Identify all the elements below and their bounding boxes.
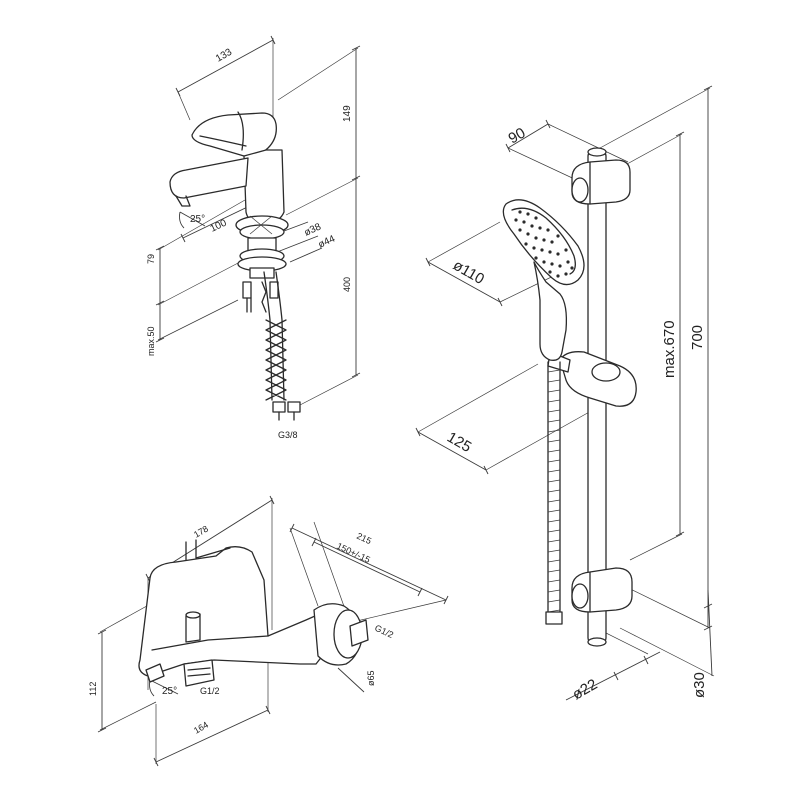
label-125: 125 [444, 429, 474, 456]
label-215: 215 [355, 531, 373, 546]
hose-end-nut [273, 402, 285, 412]
label-90: 90 [506, 124, 529, 147]
basin-lever [192, 113, 276, 156]
bath-inlet-bottom [184, 660, 214, 686]
label-max50: max.50 [146, 326, 156, 356]
label-o30: ø30 [691, 672, 708, 698]
dim-line-164 [156, 710, 268, 762]
hand-shower [503, 200, 584, 361]
label-o44: ø44 [317, 233, 338, 250]
bath-mixer: 178 215 150+/-15 G1/2 ø65 112 25° G1/2 1… [88, 496, 448, 766]
label-149: 149 [342, 105, 353, 122]
label-g38: G3/8 [278, 430, 298, 440]
label-g12-right: G1/2 [373, 623, 395, 640]
label-100: 100 [209, 218, 229, 235]
shower-set: 90 ø110 125 max.670 700 ø22 ø30 [416, 86, 714, 703]
label-o22: ø22 [570, 676, 601, 704]
label-o65: ø65 [366, 670, 376, 686]
bath-body [139, 547, 330, 676]
label-700: 700 [689, 325, 706, 350]
basin-body [244, 150, 284, 222]
basin-mixer: 133 149 100 25° ø38 ø44 79 400 max.50 G3… [146, 36, 360, 440]
label-o38: ø38 [303, 221, 324, 238]
label-79: 79 [146, 254, 156, 264]
label-25-basin: 25° [190, 214, 205, 225]
label-400: 400 [342, 277, 352, 292]
label-max670: max.670 [661, 320, 678, 378]
label-133: 133 [214, 47, 234, 65]
dim-line-65 [338, 668, 364, 692]
dim-line-30 [708, 590, 712, 676]
label-o110: ø110 [450, 257, 487, 288]
label-178: 178 [192, 524, 210, 540]
hose-left [247, 298, 251, 312]
shower-hose [546, 362, 562, 624]
label-g12-bottom: G1/2 [200, 686, 220, 696]
label-164: 164 [192, 720, 210, 736]
label-25-bath: 25° [162, 686, 177, 697]
label-112: 112 [88, 682, 98, 696]
basin-spout [170, 158, 248, 198]
